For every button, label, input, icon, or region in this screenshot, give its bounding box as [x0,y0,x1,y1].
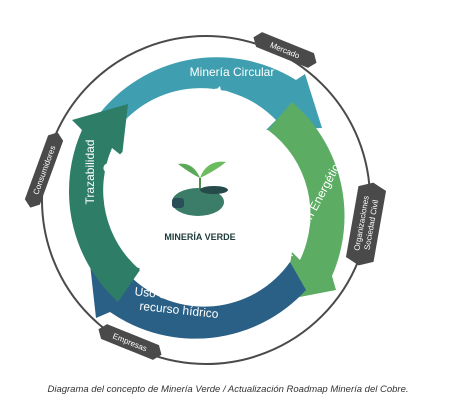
water-drops-icon [173,251,201,284]
figure-caption: Diagrama del concepto de Minería Verde /… [47,384,409,395]
segment-circular [96,57,322,141]
minera-verde-diagram: MINERÍA VERDE Minería Circular [24,32,387,365]
segment-energia [268,102,345,300]
recycle-icon [202,86,246,132]
segment-hidrico [90,262,306,339]
lightning-icon [267,181,297,231]
badge-organizaciones: Organizaciones Sociedad Civil [345,182,387,266]
helmet-plant-icon [172,161,228,216]
segment-trazabilidad [68,104,140,302]
segment-label-circular: Minería Circular [190,65,275,79]
center-label: MINERÍA VERDE [164,232,235,242]
segment-label-trazabilidad: Trazabilidad [83,140,97,205]
network-icon [103,151,145,203]
badge-consumidores: Consumidores [24,132,64,208]
